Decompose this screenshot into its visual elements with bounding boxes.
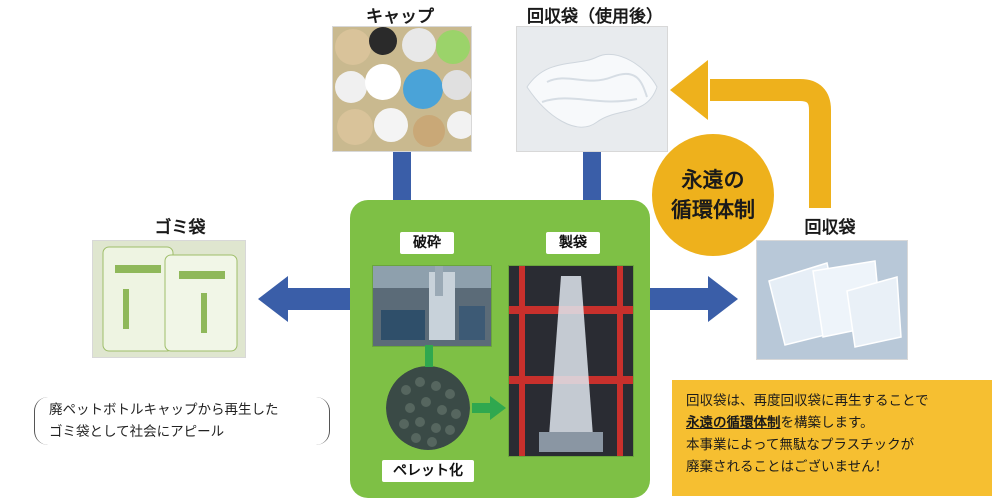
garbage-bag-title: ゴミ袋 (154, 218, 206, 238)
description-box: 回収袋は、再度回収袋に再生することで 永遠の循環体制を構築します。 本事業によっ… (672, 380, 992, 496)
arrow-right-icon (648, 276, 738, 322)
eternal-cycle-badge: 永遠の 循環体制 (652, 134, 774, 256)
promo-bubble: 廃ペットボトルキャップから再生した ゴミ袋として社会にアピール (34, 397, 330, 445)
arrow-green-down-icon (425, 345, 433, 367)
eternal-cycle-line1: 永遠の (681, 168, 745, 192)
description-line1: 回収袋は、再度回収袋に再生することで (686, 393, 929, 409)
collection-bag-photo (756, 240, 908, 360)
description-line2-rest: を構築します。 (780, 415, 874, 431)
arrow-left-icon (258, 276, 352, 322)
crusher-photo (372, 265, 492, 347)
used-bag-connector (583, 152, 601, 202)
collection-bag-title: 回収袋 (804, 218, 856, 238)
promo-line2: ゴミ袋として社会にアピール (49, 424, 225, 440)
cap-photo (332, 26, 472, 152)
pellet-photo (386, 366, 470, 450)
crush-label: 破砕 (400, 232, 454, 254)
loop-arrow-icon (670, 60, 831, 208)
cap-title: キャップ (366, 7, 434, 27)
arrow-green-right-icon (472, 396, 506, 420)
used-bag-title: 回収袋（使用後） (527, 7, 663, 27)
description-line2: 永遠の循環体制を構築します。 (686, 412, 978, 434)
cap-connector (393, 152, 411, 202)
pellet-label: ペレット化 (382, 460, 474, 482)
description-line4: 廃棄されることはございません！ (686, 459, 889, 475)
promo-line1: 廃ペットボトルキャップから再生した (49, 402, 279, 418)
bag-making-photo (508, 265, 634, 457)
description-line3: 本事業によって無駄なプラスチックが (686, 437, 915, 453)
garbage-bag-photo (92, 240, 246, 358)
description-highlight: 永遠の循環体制 (686, 415, 781, 431)
eternal-cycle-line2: 循環体制 (671, 198, 755, 222)
used-bag-photo (516, 26, 668, 152)
bag-making-label: 製袋 (546, 232, 600, 254)
